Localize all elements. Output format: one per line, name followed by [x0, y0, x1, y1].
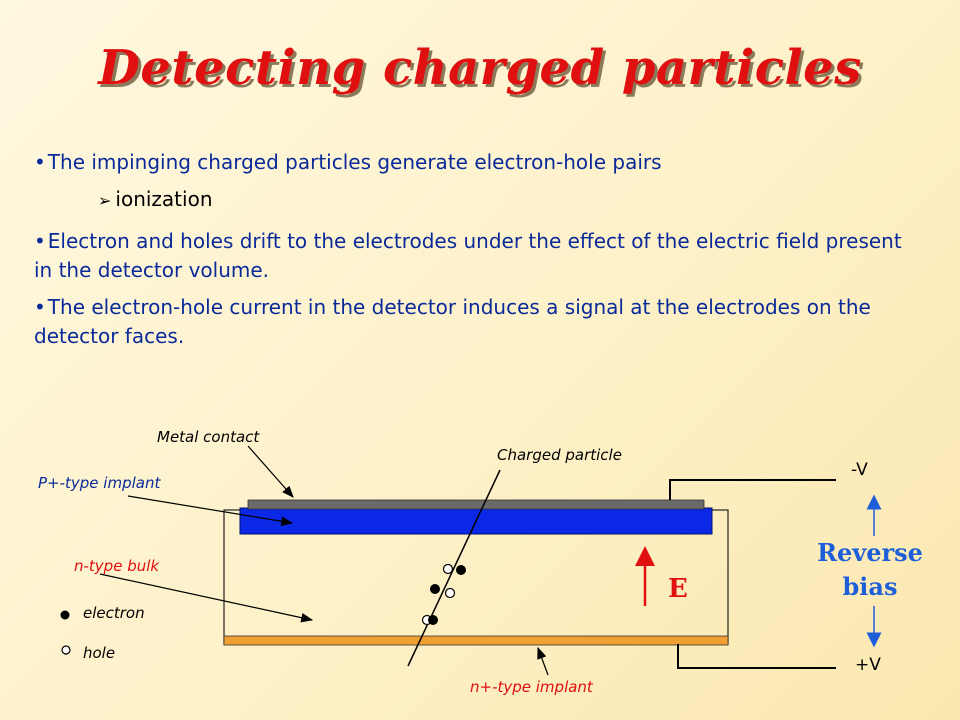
- bullet-text: The electron-hole current in the detecto…: [34, 295, 871, 348]
- pos-v-wire: [677, 644, 836, 669]
- hole-marker: [444, 587, 456, 599]
- label-e-field: E: [668, 574, 688, 604]
- slide-title: Detecting charged particles: [98, 40, 862, 96]
- bullet-text: The impinging charged particles generate…: [47, 150, 662, 174]
- label-n-bulk: n-type bulk: [74, 557, 160, 575]
- sub-bullet-item: ➢ionization: [98, 185, 914, 215]
- label-neg-v: -V: [851, 460, 868, 480]
- neg-v-wire: [669, 479, 836, 500]
- electron-marker: [456, 565, 466, 575]
- bullet-marker: •: [34, 295, 46, 319]
- reverse-bias-line1: Reverse: [817, 538, 923, 567]
- electron-marker: [428, 615, 438, 625]
- electron-marker: [430, 584, 440, 594]
- bullet-marker: •: [34, 229, 46, 253]
- hole-marker: [442, 563, 454, 575]
- pointer-n-implant: [537, 646, 549, 676]
- label-p-implant: P+-type implant: [38, 474, 161, 492]
- bullet-item: •Electron and holes drift to the electro…: [34, 227, 914, 285]
- bullet-marker: •: [34, 150, 46, 174]
- label-electron: electron: [83, 604, 145, 622]
- particle-track: [407, 469, 501, 667]
- label-n-implant: n+-type implant: [470, 678, 593, 696]
- bullet-list: •The impinging charged particles generat…: [34, 148, 914, 359]
- bullet-text: Electron and holes drift to the electrod…: [34, 229, 902, 282]
- legend-hole-dot: [61, 645, 71, 655]
- bullet-item: •The electron-hole current in the detect…: [34, 293, 914, 351]
- sub-bullet-text: ionization: [115, 187, 213, 211]
- label-metal-contact: Metal contact: [157, 428, 260, 446]
- legend-electron-dot: [60, 610, 70, 620]
- label-pos-v: +V: [855, 655, 881, 675]
- label-hole: hole: [83, 644, 116, 662]
- electron-hole-pairs: [421, 563, 466, 626]
- label-charged-particle: Charged particle: [497, 446, 622, 464]
- reverse-bias-label: Reverse bias: [800, 536, 940, 604]
- pointer-n-bulk: [99, 573, 314, 623]
- metal-contact-layer: [247, 499, 705, 510]
- arrow-bullet-icon: ➢: [98, 191, 112, 210]
- n-plus-implant-layer: [223, 635, 729, 646]
- pointer-p-implant: [127, 495, 294, 526]
- pointer-metal-contact: [247, 445, 294, 498]
- bullet-item: •The impinging charged particles generat…: [34, 148, 914, 177]
- reverse-bias-line2: bias: [842, 572, 898, 601]
